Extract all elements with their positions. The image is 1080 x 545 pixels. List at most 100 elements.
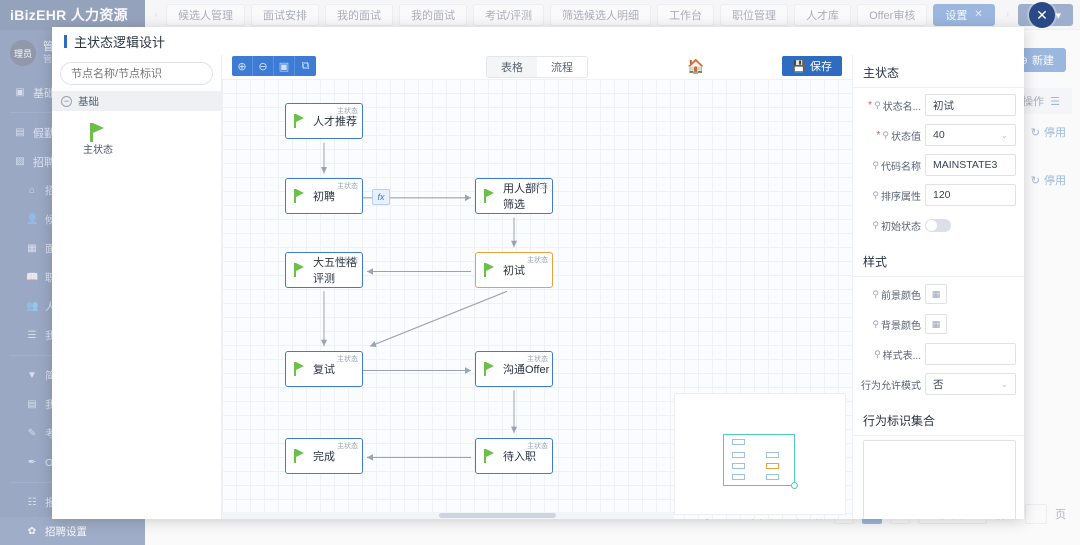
minimap[interactable] [674, 393, 846, 515]
help-bulb-icon[interactable]: ⚲ [872, 159, 879, 170]
view-mode-tabs: 表格 流程 [486, 56, 588, 78]
main-input-3[interactable]: 120 [925, 184, 1016, 206]
palette-group-header[interactable]: − 基础 [52, 91, 221, 111]
collapse-icon[interactable]: ⧉ [301, 59, 310, 72]
canvas-area: ⊕ ⊖ ▣ ⧉ 表格 流程 🏠 💾 保存 [222, 55, 852, 519]
node-palette-panel: − 基础 主状态 [52, 55, 222, 519]
palette-group-label: 基础 [78, 95, 99, 108]
help-bulb-icon[interactable]: ⚲ [872, 318, 879, 329]
field-label: ⚲前景颜色 [872, 288, 921, 302]
field-value: MAINSTATE3 [933, 159, 998, 171]
scrollbar-thumb[interactable] [438, 513, 557, 518]
node-label: 沟通Offer [503, 363, 550, 376]
main-input-0[interactable]: 初试 [925, 94, 1016, 116]
field-label: ⚲代码名称 [872, 159, 921, 173]
style-color-swatch-1[interactable]: ▦ [925, 314, 947, 334]
help-bulb-icon[interactable]: ⚲ [872, 219, 879, 230]
zoom-out-icon[interactable]: ⊖ [253, 56, 274, 76]
main-field-0: *⚲状态名... 初试 [853, 90, 1024, 120]
minimap-node [732, 463, 745, 469]
minimap-node [766, 452, 779, 458]
flow-node-n2[interactable]: 主状态初聘 [285, 178, 363, 214]
main-field-2: ⚲代码名称 MAINSTATE3 [853, 150, 1024, 180]
help-bulb-icon[interactable]: ⚲ [872, 288, 879, 299]
node-type-tag: 主状态 [527, 442, 548, 450]
flow-node-n7[interactable]: 主状态沟通Offer [475, 350, 553, 387]
green-flag-icon [294, 114, 307, 129]
minimap-resize-handle[interactable] [791, 482, 798, 489]
green-flag-icon [484, 361, 497, 376]
field-label: ⚲背景颜色 [872, 318, 921, 332]
canvas-toolbar: ⊕ ⊖ ▣ ⧉ 表格 流程 🏠 💾 保存 [222, 55, 852, 79]
field-label: ⚲行为允许模式 [861, 380, 921, 392]
palette-item-mainstate[interactable]: 主状态 [66, 111, 130, 156]
node-label: 大五性格评测 [313, 256, 357, 285]
horizontal-scrollbar[interactable] [222, 512, 674, 519]
action-identifier-textarea[interactable]: 0 / 1048576 [863, 440, 1016, 519]
flow-node-n6[interactable]: 主状态复试 [285, 350, 363, 387]
flow-node-n8[interactable]: 主状态完成 [285, 437, 363, 474]
field-label: ⚲排序属性 [872, 189, 921, 203]
collapse-toggle-icon[interactable]: − [61, 95, 72, 107]
node-label: 完成 [313, 450, 335, 463]
minimap-node [732, 439, 745, 445]
chevron-down-icon: ⌄ [1000, 129, 1008, 140]
style-color-swatch-0[interactable]: ▦ [925, 284, 947, 304]
node-label: 初试 [503, 264, 525, 277]
main-field-4: ⚲初始状态 [853, 210, 1024, 240]
section-title-style: 样式 [853, 244, 1024, 277]
node-label: 复试 [313, 363, 335, 376]
field-label: ⚲初始状态 [872, 219, 921, 233]
flow-canvas[interactable]: 主状态人才推荐主状态初聘主状态用人部门筛选主状态大五性格评测主状态初试主状态复试… [222, 79, 852, 519]
tab-flow[interactable]: 流程 [537, 57, 587, 77]
field-value: 40 [933, 129, 945, 141]
state-logic-designer-dialog: 主状态逻辑设计 − 基础 主状态 ⊕ ⊖ ▣ ⧉ [52, 27, 1024, 519]
edge-condition-fx-button[interactable]: fx [372, 189, 390, 205]
green-flag-icon [294, 448, 307, 463]
green-flag-icon [484, 189, 497, 203]
tab-table[interactable]: 表格 [487, 57, 537, 77]
help-bulb-icon[interactable]: ⚲ [874, 99, 881, 110]
flow-node-n4[interactable]: 主状态大五性格评测 [285, 251, 363, 288]
fit-screen-icon[interactable]: ▣ [274, 56, 295, 76]
title-accent-bar [64, 34, 67, 48]
main-input-2[interactable]: MAINSTATE3 [925, 154, 1016, 176]
help-bulb-icon[interactable]: ⚲ [872, 189, 879, 200]
help-bulb-icon[interactable]: ⚲ [874, 348, 881, 359]
page-title: 主状态逻辑设计 [74, 34, 166, 50]
node-label: 用人部门筛选 [503, 183, 547, 211]
search-input[interactable] [60, 62, 213, 85]
close-icon[interactable]: ✕ [1029, 2, 1055, 28]
node-type-tag: 主状态 [337, 183, 358, 190]
save-button-label: 保存 [810, 61, 832, 73]
help-bulb-icon[interactable]: ⚲ [882, 129, 889, 140]
save-button[interactable]: 💾 保存 [782, 56, 842, 76]
green-flag-icon [89, 123, 107, 142]
minimap-node [732, 474, 745, 480]
zoom-in-icon[interactable]: ⊕ [232, 56, 253, 76]
flow-node-n9[interactable]: 主状态待入职 [475, 437, 553, 474]
style-select-3[interactable]: 否⌄ [925, 373, 1016, 395]
node-type-tag: 主状态 [337, 442, 358, 450]
main-toggle-4[interactable] [925, 218, 951, 232]
section-title-main: 主状态 [853, 55, 1024, 88]
field-value: 否 [933, 378, 944, 391]
node-label: 初聘 [313, 191, 335, 203]
field-label: *⚲状态名... [868, 99, 921, 113]
green-flag-icon [294, 361, 307, 376]
style-input-2[interactable] [925, 343, 1016, 365]
node-search [52, 55, 221, 91]
node-label: 人才推荐 [313, 116, 357, 129]
flow-node-n5[interactable]: 主状态初试 [475, 251, 553, 288]
flow-node-n1[interactable]: 主状态人才推荐 [285, 103, 363, 140]
save-icon: 💾 [792, 60, 806, 73]
minimap-node [766, 474, 779, 480]
home-icon[interactable]: 🏠 [687, 58, 705, 74]
main-select-1[interactable]: 40 ⌄ [925, 124, 1016, 146]
minimap-viewport[interactable] [723, 434, 798, 489]
flow-node-n3[interactable]: 主状态用人部门筛选 [475, 178, 553, 214]
